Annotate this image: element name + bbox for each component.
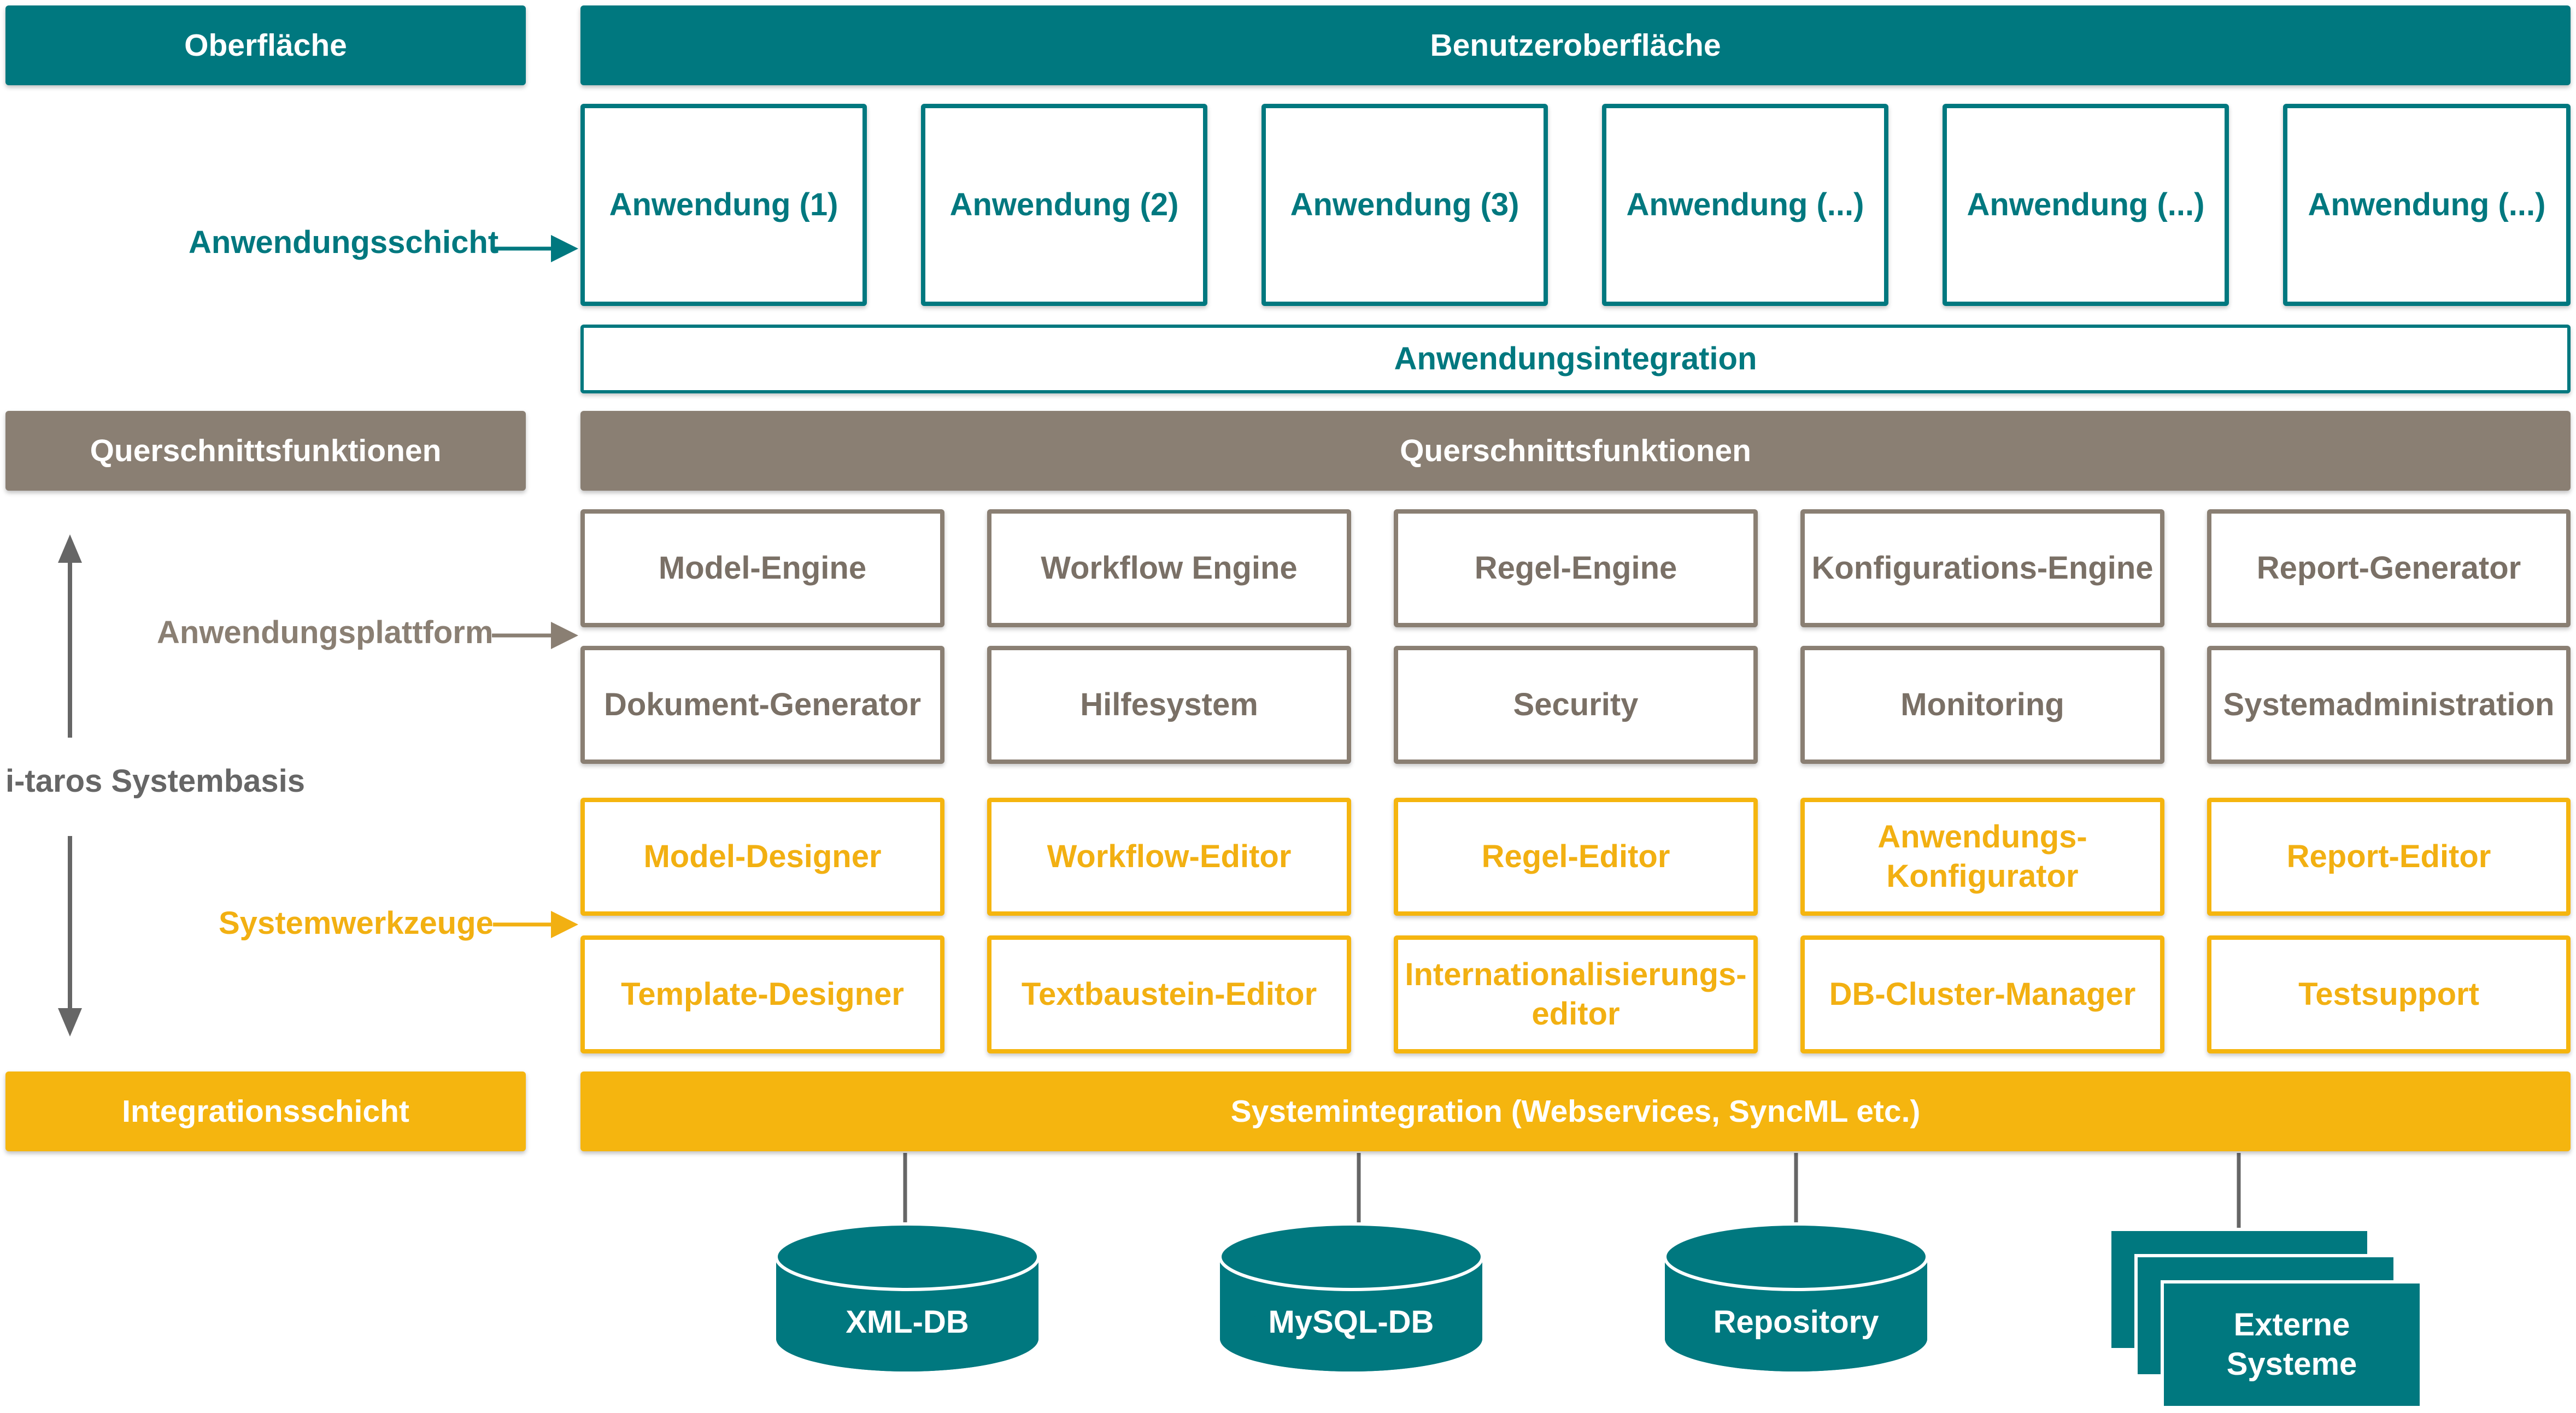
platform-box: Hilfesystem bbox=[987, 646, 1351, 764]
system-integration-bar: Systemintegration (Webservices, SyncML e… bbox=[580, 1071, 2571, 1151]
tool-box: Regel-Editor bbox=[1394, 798, 1758, 916]
arrow-right-icon bbox=[492, 622, 578, 649]
tool-box: Template-Designer bbox=[580, 935, 944, 1053]
tool-box: Internationalisierungs- editor bbox=[1394, 935, 1758, 1053]
database-label: MySQL-DB bbox=[1268, 1304, 1434, 1340]
label-anwendungsplattform: Anwendungsplattform bbox=[157, 615, 494, 650]
database-cylinder-icon bbox=[1218, 1222, 1484, 1371]
cross-cutting-bar: Querschnittsfunktionen bbox=[580, 411, 2571, 491]
db-connectors bbox=[903, 1153, 2241, 1229]
label-integrationsschicht: Integrationsschicht bbox=[5, 1071, 526, 1151]
label-anwendungsschicht: Anwendungsschicht bbox=[189, 225, 499, 260]
platform-box: Security bbox=[1394, 646, 1758, 764]
database-cylinder-icon bbox=[774, 1222, 1040, 1371]
tool-box: Testsupport bbox=[2207, 935, 2571, 1053]
application-box: Anwendung (3) bbox=[1261, 104, 1548, 306]
platform-box: Regel-Engine bbox=[1394, 509, 1758, 627]
tool-box: Model-Designer bbox=[580, 798, 944, 916]
tool-box: Anwendungs- Konfigurator bbox=[1800, 798, 2164, 916]
database-label: XML-DB bbox=[846, 1304, 969, 1340]
tool-box: Workflow-Editor bbox=[987, 798, 1351, 916]
tool-box: DB-Cluster-Manager bbox=[1800, 935, 2164, 1053]
platform-box: Konfigurations-Engine bbox=[1800, 509, 2164, 627]
application-box: Anwendung (1) bbox=[580, 104, 867, 306]
platform-box: Report-Generator bbox=[2207, 509, 2571, 627]
surface-bar-text: Benutzeroberfläche bbox=[1430, 28, 1721, 63]
double-arrow-vertical-icon bbox=[58, 534, 82, 1037]
external-systems-label: Externe Systeme bbox=[2226, 1306, 2357, 1382]
application-box: Anwendung (...) bbox=[1602, 104, 1888, 306]
platform-box: Systemadministration bbox=[2207, 646, 2571, 764]
system-integration-bar-text: Systemintegration (Webservices, SyncML e… bbox=[1230, 1094, 1921, 1129]
arrow-right-icon bbox=[493, 911, 578, 938]
platform-box: Monitoring bbox=[1800, 646, 2164, 764]
surface-bar: Benutzeroberfläche bbox=[580, 5, 2571, 85]
cross-cutting-bar-text: Querschnittsfunktionen bbox=[1400, 433, 1751, 468]
application-box: Anwendung (...) bbox=[1943, 104, 2229, 306]
database-label: Repository bbox=[1713, 1304, 1879, 1340]
stacked-systems-icon bbox=[2108, 1228, 2423, 1409]
label-oberflaeche: Oberfläche bbox=[5, 5, 526, 85]
application-box: Anwendung (...) bbox=[2283, 104, 2571, 306]
tool-box: Report-Editor bbox=[2207, 798, 2571, 916]
arrow-right-icon bbox=[491, 235, 578, 262]
tool-box: Textbaustein-Editor bbox=[987, 935, 1351, 1053]
label-integrationsschicht-text: Integrationsschicht bbox=[122, 1094, 409, 1129]
label-oberflaeche-text: Oberfläche bbox=[184, 28, 347, 63]
application-integration-bar: Anwendungsintegration bbox=[580, 325, 2571, 393]
database-cylinder-icon bbox=[1663, 1222, 1929, 1371]
label-systembasis: i-taros Systembasis bbox=[5, 763, 306, 799]
label-querschnittsfunktionen-text: Querschnittsfunktionen bbox=[90, 433, 442, 468]
application-box: Anwendung (2) bbox=[921, 104, 1207, 306]
label-systemwerkzeuge: Systemwerkzeuge bbox=[219, 905, 494, 941]
platform-box: Workflow Engine bbox=[987, 509, 1351, 627]
platform-box: Dokument-Generator bbox=[580, 646, 944, 764]
label-querschnittsfunktionen: Querschnittsfunktionen bbox=[5, 411, 526, 491]
platform-box: Model-Engine bbox=[580, 509, 944, 627]
